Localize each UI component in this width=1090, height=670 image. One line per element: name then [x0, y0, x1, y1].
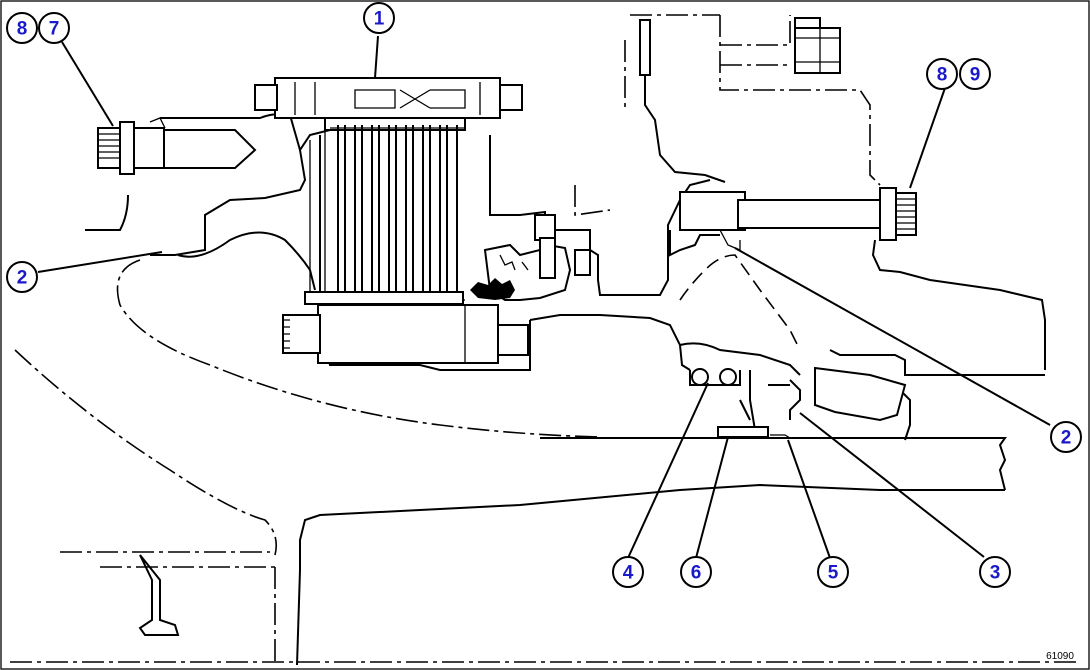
callout-8-right-label: 8: [937, 65, 948, 86]
lower-support: [138, 554, 180, 636]
callout-7: 7: [38, 12, 70, 44]
bearing-and-seals: [689, 366, 907, 439]
callout-6-label: 6: [691, 563, 702, 584]
drawing-reference: 61090: [1046, 651, 1074, 662]
phantom-lines: [10, 14, 1080, 665]
left-bolt: [97, 117, 257, 175]
callout-2-right: 2: [1050, 421, 1082, 453]
housing-outline: [85, 15, 1046, 666]
clutch-plate-stack: [254, 77, 529, 364]
leader-lines: [37, 35, 1051, 559]
callout-8-right: 8: [926, 58, 958, 90]
callout-6: 6: [680, 556, 712, 588]
callout-1: 1: [363, 2, 395, 34]
callout-3: 3: [979, 556, 1011, 588]
callout-9-label: 9: [970, 65, 981, 86]
callout-8-left: 8: [6, 12, 38, 44]
callout-4: 4: [612, 556, 644, 588]
callout-2-left: 2: [6, 261, 38, 293]
callout-3-label: 3: [990, 563, 1001, 584]
upper-right-bolt: [639, 17, 841, 76]
callout-2-left-label: 2: [17, 268, 28, 289]
callout-1-label: 1: [374, 9, 385, 30]
valve-assembly: [470, 214, 591, 301]
callout-2-right-label: 2: [1061, 428, 1072, 449]
callout-5: 5: [817, 556, 849, 588]
callout-5-label: 5: [828, 563, 839, 584]
callout-9: 9: [959, 58, 991, 90]
callout-4-label: 4: [623, 563, 634, 584]
callout-8-left-label: 8: [17, 19, 28, 40]
right-bolt: [679, 187, 917, 251]
callout-7-label: 7: [49, 19, 60, 40]
